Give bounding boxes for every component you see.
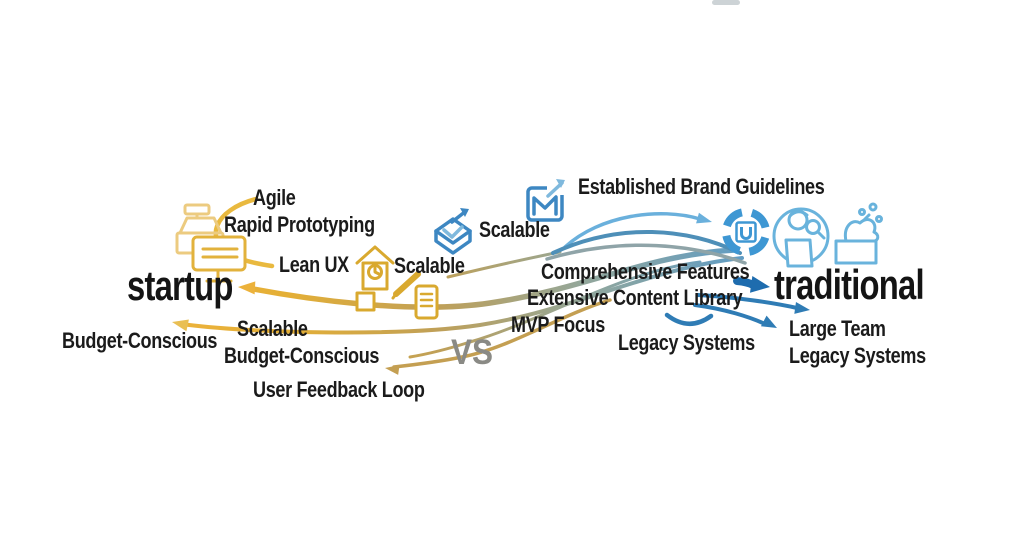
label-scalable-center-right: Scalable — [479, 217, 550, 242]
scale-up-frame-icon — [526, 179, 567, 222]
legacy-underline-arc — [664, 312, 714, 326]
label-lean-ux: Lean UX — [279, 252, 349, 277]
launch-machine-monitor-icon — [175, 203, 247, 283]
top-edge-artifact — [712, 0, 740, 5]
segmented-cycle-badge-icon — [722, 208, 770, 256]
flow-strands — [180, 196, 744, 369]
label-rapid-prototyping: Rapid Prototyping — [224, 212, 375, 237]
hand-splash-icon — [834, 202, 883, 265]
traditional-heading: traditional — [774, 261, 925, 308]
label-large-team: Large Team — [789, 316, 886, 341]
person-reading-magnifier-icon — [772, 207, 830, 268]
label-legacy-systems-right: Legacy Systems — [789, 343, 926, 368]
startup-heading: startup — [127, 262, 233, 309]
label-scalable-left: Scalable — [237, 316, 308, 341]
blue-arcs — [545, 211, 799, 326]
label-budget-conscious: Budget-Conscious — [224, 343, 380, 368]
label-budget-conscious-outer: Budget-Conscious — [62, 328, 218, 353]
label-scalable-center-left: Scalable — [394, 253, 465, 278]
scale-up-box-icon — [434, 208, 472, 255]
label-comprehensive-features: Comprehensive Features — [541, 259, 750, 284]
label-extensive-content-library: Extensive Content Library — [527, 285, 743, 310]
label-mvp-focus: MVP Focus — [511, 312, 605, 337]
label-established-brand-guidelines: Established Brand Guidelines — [578, 174, 825, 199]
clock-tower-tools-phone-icon — [355, 245, 439, 320]
arrowheads — [172, 212, 810, 375]
vs-label: VS — [451, 333, 494, 372]
label-agile: Agile — [253, 185, 296, 210]
label-legacy-systems-center: Legacy Systems — [618, 330, 755, 355]
label-user-feedback-loop: User Feedback Loop — [253, 377, 425, 402]
